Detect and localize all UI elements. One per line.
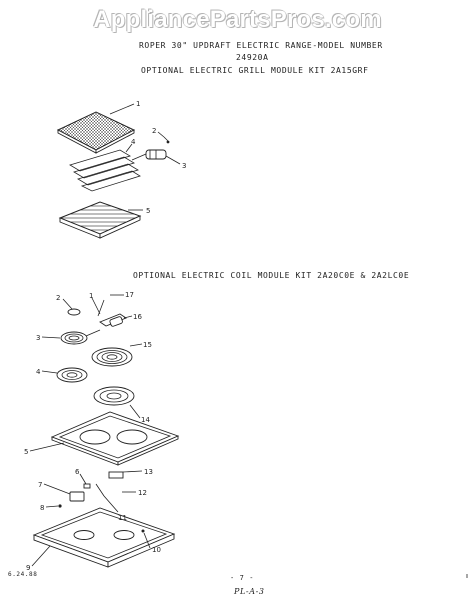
callout-coil-14: 14 xyxy=(141,416,150,424)
callout-coil-15: 15 xyxy=(143,341,152,349)
grill-kit-title: OPTIONAL ELECTRIC GRILL MODULE KIT 2A15G… xyxy=(141,66,369,75)
diagram-title: ROPER 30" UPDRAFT ELECTRIC RANGE-MODEL N… xyxy=(139,41,383,50)
callout-coil-2: 2 xyxy=(56,294,60,302)
callout-grill-3: 3 xyxy=(182,162,186,170)
callout-coil-6: 6 xyxy=(75,468,80,476)
callout-grill-4: 4 xyxy=(131,138,136,146)
page-number: - 7 - xyxy=(230,574,255,582)
coil-switch-parts xyxy=(58,471,124,508)
callout-grill-2: 2 xyxy=(152,127,156,135)
grill-filter xyxy=(56,111,136,154)
grill-grate xyxy=(58,201,142,239)
callout-grill-1: 1 xyxy=(136,100,140,108)
coil-burner-box xyxy=(32,507,176,568)
grill-receptacle xyxy=(145,149,167,160)
form-code: PL-A-3 xyxy=(234,587,265,596)
callout-coil-11: 11 xyxy=(118,514,127,522)
callout-coil-9: 9 xyxy=(26,564,30,572)
watermark: AppliancePartsPros.com xyxy=(93,6,382,33)
callout-coil-8: 8 xyxy=(40,504,44,512)
callout-grill-5: 5 xyxy=(146,207,150,215)
coil-drip-bowl-small xyxy=(56,367,88,383)
coil-kit-title: OPTIONAL ELECTRIC COIL MODULE KIT 2A20C0… xyxy=(133,271,410,280)
coil-large-element xyxy=(91,347,133,367)
coil-receptacle xyxy=(109,316,123,327)
model-number: 24920A xyxy=(236,53,269,62)
coil-small-element-rear xyxy=(60,329,101,345)
callout-coil-17: 17 xyxy=(125,291,134,299)
callout-coil-13: 13 xyxy=(144,468,153,476)
callout-coil-5: 5 xyxy=(24,448,28,456)
callout-coil-7: 7 xyxy=(38,481,42,489)
date-code: 6.24.88 xyxy=(8,571,38,578)
callout-coil-1: 1 xyxy=(89,292,93,300)
coil-cap xyxy=(67,308,81,316)
grill-element xyxy=(69,149,147,192)
callout-coil-16: 16 xyxy=(133,313,142,321)
callout-coil-12: 12 xyxy=(138,489,147,497)
callout-coil-4: 4 xyxy=(36,368,41,376)
coil-trim-ring xyxy=(50,411,180,466)
callout-coil-10: 10 xyxy=(152,546,161,554)
coil-drip-bowl-large xyxy=(93,386,135,406)
callout-coil-3: 3 xyxy=(36,334,40,342)
grill-screw xyxy=(163,136,170,144)
